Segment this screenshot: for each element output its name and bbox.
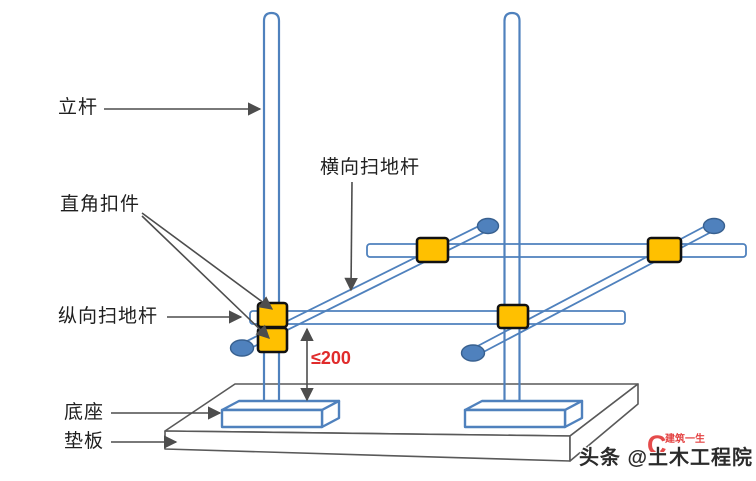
front-longitudinal-sweeping-rod: [249, 310, 626, 325]
pipe-end-icon: [476, 217, 500, 235]
dimension-value: ≤200: [311, 348, 351, 368]
right-angle-coupler-label: 直角扣件: [60, 194, 141, 215]
coupler-icon: [256, 301, 289, 329]
transverse-rod-leader-arrow: [344, 181, 358, 292]
coupler-leader-arrow: [141, 212, 274, 310]
pole-label: 立杆: [58, 97, 99, 118]
coupler-icon: [415, 236, 450, 264]
leader-arrows: [104, 102, 358, 449]
right-base-plate: [463, 399, 584, 429]
pipe-end-icon: [702, 217, 726, 235]
watermark-logo-text: 建筑一生: [665, 434, 705, 445]
pipe-end-caps: [229, 217, 726, 362]
pad-board-label: 垫板: [64, 431, 105, 452]
coupler-leader-arrow: [141, 215, 270, 339]
rear-longitudinal-sweeping-rod: [366, 243, 747, 258]
left-pole: [262, 11, 281, 408]
transverse-sweeping-rod-label: 横向扫地杆: [320, 157, 421, 178]
coupler-icon: [496, 303, 530, 330]
longitudinal-sweeping-rod-label: 纵向扫地杆: [58, 306, 159, 327]
left-base-plate: [220, 399, 341, 429]
base-label: 底座: [64, 402, 105, 423]
pipe-end-icon: [460, 344, 486, 362]
pipe-end-icon: [229, 339, 255, 357]
coupler-icon: [646, 236, 683, 264]
right-angle-couplers: [256, 236, 683, 354]
watermark-logo-icon: C: [647, 430, 667, 460]
right-pole: [503, 11, 521, 408]
watermark-text: 头条 @土木工程院: [578, 447, 753, 469]
